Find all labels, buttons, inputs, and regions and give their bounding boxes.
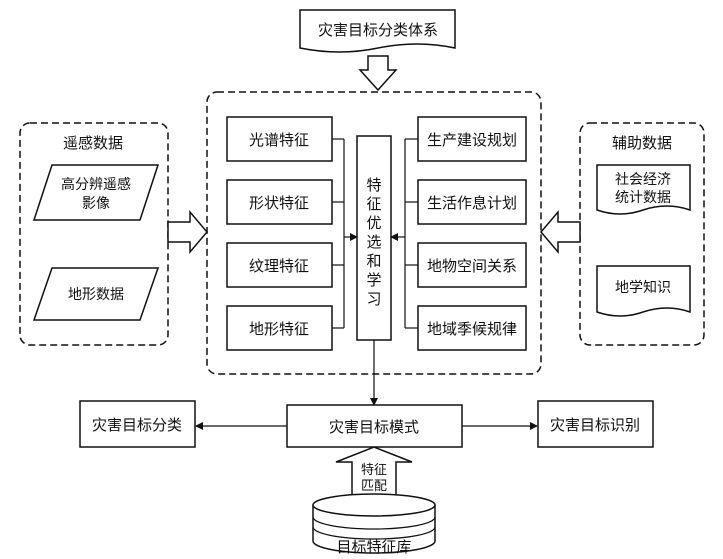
feature-matching-label-line2: 匹配 (361, 479, 387, 494)
knowledge-label-production: 生产建设规划 (427, 131, 517, 149)
feature-box-shape (226, 179, 333, 225)
feature-label-spectral: 光谱特征 (249, 131, 309, 149)
knowledge-box-production (417, 116, 527, 162)
geoscience-knowledge-document (596, 265, 691, 317)
feature-selection-learning-label: 特 征 优 选 和 学 习 (366, 176, 381, 308)
classification-system-document (299, 9, 456, 53)
knowledge-label-spatial: 地物空间关系 (427, 257, 517, 275)
feature-matching-up-arrow-icon (335, 446, 413, 498)
terrain-data-label: 地形数据 (68, 287, 124, 303)
knowledge-box-seasonal (417, 305, 527, 351)
target-feature-database-label: 目标特征库 (336, 538, 411, 556)
feature-label-texture: 纹理特征 (249, 257, 309, 275)
feature-matching-label-line1: 特征 (361, 463, 387, 478)
hollow-left-arrow-icon (540, 209, 581, 255)
feature-connector (332, 138, 358, 329)
disaster-recognition-box (537, 400, 654, 448)
target-feature-database-icon (312, 493, 436, 554)
remote-sensing-group-title: 遥感数据 (63, 134, 123, 152)
knowledge-label-seasonal: 地域季候规律 (427, 320, 517, 338)
knowledge-box-routine (417, 179, 527, 225)
high-res-imagery-data (32, 164, 160, 221)
disaster-pattern-box (286, 404, 463, 448)
selection-char: 特 (366, 176, 381, 194)
selection-char: 优 (366, 214, 381, 232)
geoscience-knowledge-label: 地学知识 (615, 279, 671, 296)
high-res-imagery-label-line1: 高分辨遥感 (61, 176, 131, 193)
feature-label-terrain: 地形特征 (249, 320, 309, 338)
socioeconomic-stats-document (596, 164, 691, 215)
feature-label-shape: 形状特征 (249, 194, 309, 212)
selection-char: 选 (366, 233, 381, 251)
socioeconomic-stats-label-line2: 统计数据 (615, 190, 671, 206)
feature-column: 光谱特征 形状特征 纹理特征 地形特征 (226, 116, 333, 351)
disaster-pattern-label: 灾害目标模式 (329, 418, 419, 436)
knowledge-connector (390, 138, 418, 329)
selection-char: 征 (366, 195, 381, 213)
auxiliary-data-group-title: 辅助数据 (612, 134, 672, 152)
feature-box-terrain (226, 305, 333, 351)
hollow-down-arrow-icon (358, 55, 398, 92)
classification-system-label: 灾害目标分类体系 (318, 21, 438, 39)
feature-box-texture (226, 242, 333, 288)
feature-selection-learning-box (356, 135, 392, 341)
disaster-recognition-label: 灾害目标识别 (550, 416, 640, 434)
knowledge-column: 生产建设规划 生活作息计划 地物空间关系 地域季候规律 (417, 116, 527, 351)
selection-char: 学 (366, 271, 381, 289)
selection-char: 和 (366, 252, 381, 270)
socioeconomic-stats-label-line1: 社会经济 (615, 172, 671, 188)
feature-box-spectral (226, 116, 333, 162)
terrain-data (32, 267, 160, 321)
knowledge-label-routine: 生活作息计划 (427, 194, 517, 212)
high-res-imagery-label-line2: 影像 (82, 196, 110, 212)
selection-char: 习 (366, 290, 381, 308)
hollow-right-arrow-icon (167, 209, 208, 255)
disaster-classification-label: 灾害目标分类 (92, 416, 182, 434)
knowledge-box-spatial (417, 242, 527, 288)
auxiliary-data-group (579, 122, 705, 346)
